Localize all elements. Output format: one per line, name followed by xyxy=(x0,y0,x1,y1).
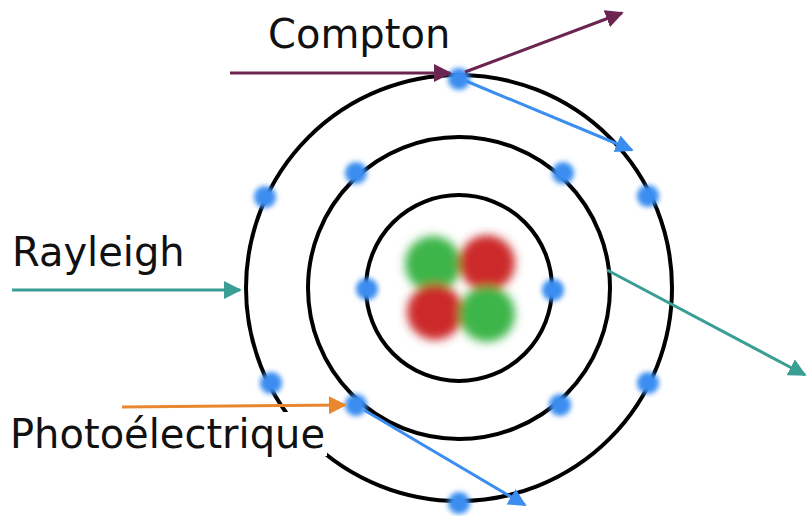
interaction-label: Photoélectrique xyxy=(8,412,327,456)
interaction-label: Rayleigh xyxy=(10,230,187,274)
nucleus xyxy=(405,235,515,342)
interaction-label: Compton xyxy=(266,12,452,56)
